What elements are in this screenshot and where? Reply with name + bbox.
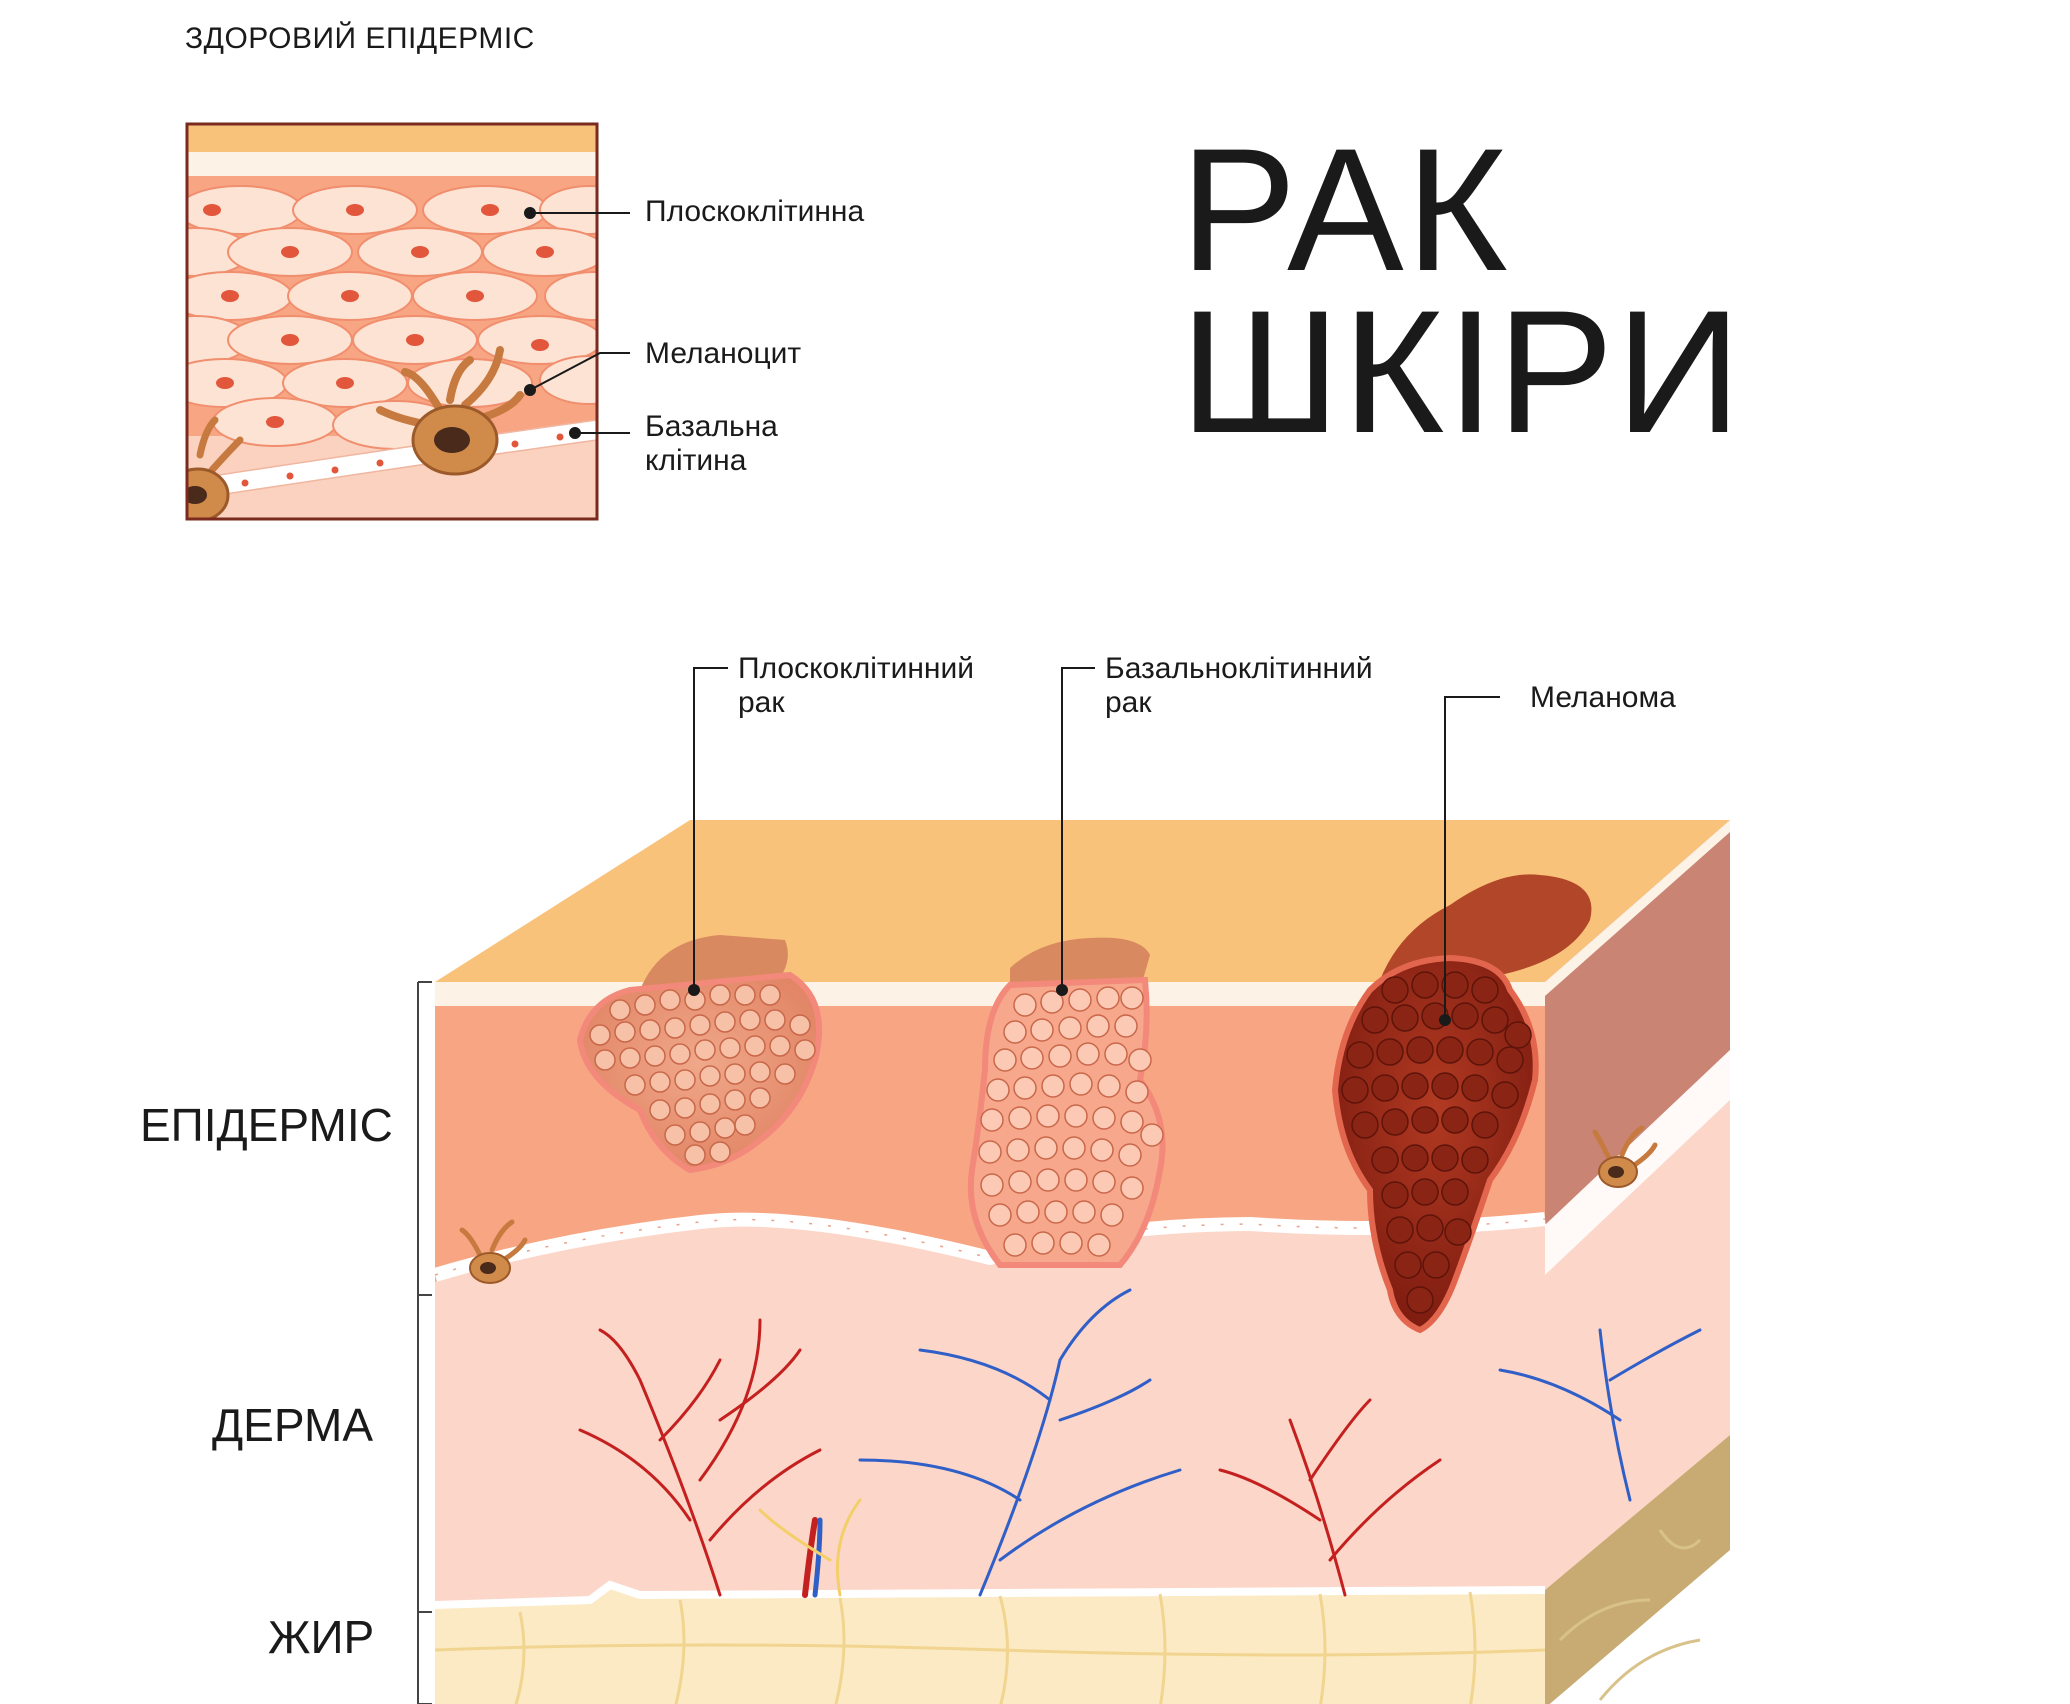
basal-membrane bbox=[433, 1212, 1546, 1282]
inset-pointers bbox=[524, 207, 630, 439]
label-melanocyte: Меланоцит bbox=[645, 337, 802, 370]
basal-cell-carcinoma bbox=[967, 937, 1166, 1268]
block-melanocyte-left bbox=[459, 1219, 528, 1284]
cancer-pointers bbox=[688, 667, 1500, 1026]
scc-cells bbox=[589, 984, 816, 1166]
title-line-1: РАК bbox=[1180, 113, 1510, 308]
label-basal-cell-line-1: Базальна bbox=[645, 410, 778, 443]
label-bcc-line-2: рак bbox=[1105, 686, 1152, 719]
fat-cells bbox=[434, 1591, 1546, 1704]
layer-label-epidermis: ЕПІДЕРМІС bbox=[140, 1099, 393, 1151]
layer-label-fat: ЖИР bbox=[268, 1611, 375, 1663]
title-line-2: ШКІРИ bbox=[1180, 275, 1744, 470]
blood-vessels bbox=[578, 1288, 1702, 1598]
vein-branch bbox=[858, 1288, 1702, 1597]
page-title: РАК ШКІРИ bbox=[1180, 113, 1744, 470]
melanocyte-cell bbox=[376, 346, 524, 476]
label-scc-line-1: Плоскоклітинний bbox=[738, 652, 975, 685]
dermis-layer bbox=[435, 1225, 1545, 1605]
label-squamous-cell-carcinoma: Плоскоклітинний рак bbox=[738, 652, 974, 720]
fat-layer bbox=[435, 1585, 1545, 1704]
healthy-epidermis-inset bbox=[185, 122, 599, 521]
layer-label-dermis: ДЕРМА bbox=[212, 1399, 373, 1451]
label-scc-line-2: рак bbox=[738, 686, 785, 719]
block-melanocyte-right bbox=[1592, 1125, 1658, 1188]
layer-brackets bbox=[417, 981, 432, 1704]
label-squamous-cell: Плоскоклітинна bbox=[645, 195, 865, 228]
label-basal-cell: Базальна клітина bbox=[645, 410, 778, 478]
squamous-nuclei bbox=[203, 204, 554, 428]
melanocyte-partial bbox=[187, 416, 244, 519]
melanoma-cells bbox=[1341, 971, 1532, 1314]
healthy-epidermis-heading: ЗДОРОВИЙ ЕПІДЕРМІС bbox=[185, 22, 535, 55]
melanoma bbox=[1331, 874, 1592, 1334]
squamous-cell-carcinoma bbox=[576, 935, 823, 1174]
label-basal-cell-line-2: клітина bbox=[645, 444, 747, 477]
label-basal-cell-carcinoma: Базальноклітинний рак bbox=[1105, 652, 1373, 720]
artery-branch bbox=[578, 1318, 1442, 1597]
bcc-cells bbox=[978, 986, 1164, 1257]
label-melanoma: Меланома bbox=[1530, 681, 1676, 714]
label-bcc-line-1: Базальноклітинний bbox=[1105, 652, 1373, 685]
